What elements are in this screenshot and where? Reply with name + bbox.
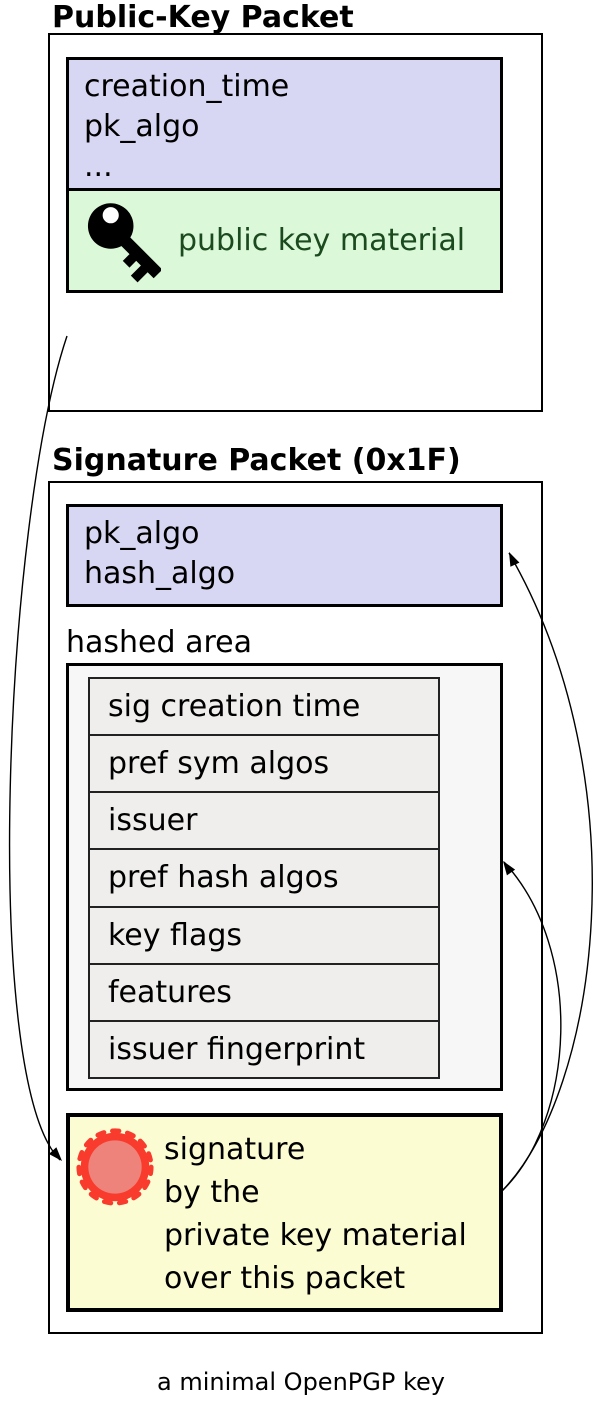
public-key-header-fields-box: creation_time pk_algo ... [66, 57, 503, 191]
subpacket-row-pref-sym-algos: pref sym algos [90, 736, 438, 794]
public-key-packet-title: Public-Key Packet [52, 0, 354, 35]
subpacket-row-issuer: issuer [90, 793, 438, 851]
subpacket-row-pref-hash-algos: pref hash algos [90, 850, 438, 908]
subpacket-row-features: features [90, 964, 438, 1022]
field-creation-time: creation_time [84, 69, 290, 104]
signature-line: over this packet [164, 1261, 406, 1296]
subpacket-list: sig creation time pref sym algos issuer … [88, 677, 440, 1079]
signature-header-fields-box: pk_algo hash_algo [66, 504, 503, 607]
diagram-caption: a minimal OpenPGP key [157, 1368, 445, 1396]
field-ellipsis: ... [84, 149, 113, 184]
signature-description: signature by the private key material ov… [164, 1128, 467, 1300]
key-icon [87, 202, 161, 282]
seal-icon [76, 1128, 154, 1206]
field-pk-algo: pk_algo [84, 109, 200, 144]
public-key-material-label: public key material [178, 223, 466, 258]
public-key-material-box: public key material [66, 188, 503, 293]
signature-line: signature [164, 1132, 306, 1167]
signature-line: by the [164, 1175, 260, 1210]
signature-packet-title: Signature Packet (0x1F) [52, 443, 461, 478]
field-hash-algo: hash_algo [84, 556, 236, 591]
subpacket-row-issuer-fingerprint: issuer fingerprint [90, 1021, 438, 1077]
subpacket-row-sig-creation-time: sig creation time [90, 679, 438, 737]
field-pk-algo: pk_algo [84, 516, 200, 551]
hashed-area-label: hashed area [66, 625, 252, 660]
subpacket-row-key-flags: key flags [90, 907, 438, 965]
signature-line: private key material [164, 1218, 467, 1253]
